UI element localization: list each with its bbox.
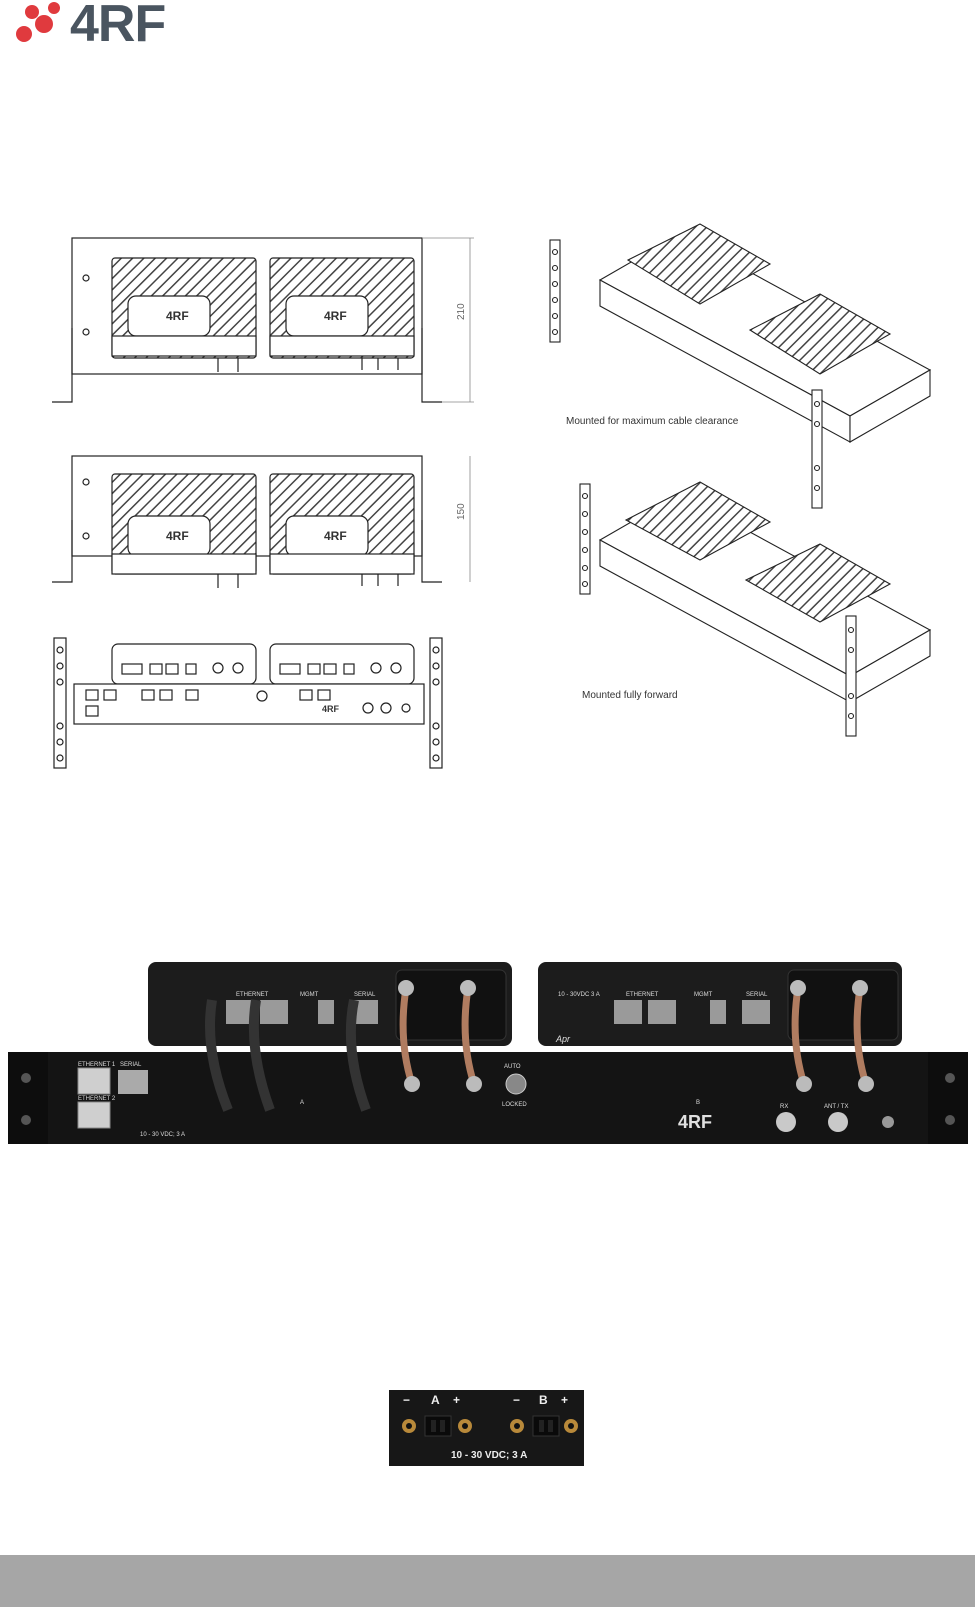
unit-logo-b1: 4RF	[324, 309, 347, 323]
label-ethernet1: ETHERNET 1	[78, 1062, 116, 1068]
4rf-petal-icon	[10, 0, 70, 48]
label-side-b: B	[696, 1100, 700, 1106]
label-a: A	[431, 1393, 440, 1407]
dimension-150: 150	[456, 503, 467, 520]
caption-max-clearance: Mounted for maximum cable clearance	[566, 416, 739, 427]
label-ethernet2: ETHERNET 2	[78, 1096, 116, 1102]
panel-brand-logo: 4RF	[678, 1112, 712, 1132]
rack-logo: 4RF	[322, 704, 340, 714]
brand-logo: 4RF	[10, 0, 185, 48]
power-rating-label: 10 - 30 VDC; 3 A	[451, 1450, 527, 1461]
label-apr: Apr	[555, 1034, 571, 1044]
label-minus-b: −	[513, 1393, 520, 1407]
page-footer-bar	[0, 1555, 975, 1607]
rear-panel-photo: ETHERNET 1 ETHERNET 2 SERIAL 10 - 30 VDC…	[8, 960, 968, 1144]
unit-logo-a2: 4RF	[166, 529, 189, 543]
label-power-shelf: 10 - 30 VDC; 3 A	[140, 1132, 185, 1138]
front-view-150	[52, 456, 470, 588]
label-minus-a: −	[403, 1393, 410, 1407]
label-serial-a: SERIAL	[354, 992, 376, 998]
label-locked: LOCKED	[502, 1102, 527, 1108]
unit-logo-b2: 4RF	[324, 529, 347, 543]
label-auto: AUTO	[504, 1064, 521, 1070]
mounting-drawings: 4RF 4RF 210 4RF 4RF 150	[0, 220, 975, 780]
label-mgmt-b: MGMT	[694, 992, 713, 998]
caption-fully-forward: Mounted fully forward	[582, 690, 678, 701]
isometric-max-clearance	[550, 224, 930, 508]
label-plus-b: +	[561, 1393, 568, 1407]
power-connector-photo: − A + − B + 10 - 30 VDC; 3 A	[389, 1390, 584, 1466]
label-serial-shelf: SERIAL	[120, 1062, 142, 1068]
label-plus-a: +	[453, 1393, 460, 1407]
dimension-210: 210	[456, 303, 467, 320]
front-view-210	[52, 238, 474, 402]
label-ethernet-a: ETHERNET	[236, 992, 269, 998]
unit-logo-a1: 4RF	[166, 309, 189, 323]
label-module-power-b: 10 - 30VDC 3 A	[558, 992, 600, 998]
label-b: B	[539, 1393, 548, 1407]
label-side-a: A	[300, 1100, 304, 1106]
label-mgmt-a: MGMT	[300, 992, 319, 998]
label-ant-tx: ANT / TX	[824, 1104, 848, 1110]
logo-text: 4RF	[70, 0, 165, 54]
rack-front-view	[54, 638, 442, 768]
label-ethernet-b: ETHERNET	[626, 992, 659, 998]
label-rx: RX	[780, 1104, 788, 1110]
label-serial-b: SERIAL	[746, 992, 768, 998]
